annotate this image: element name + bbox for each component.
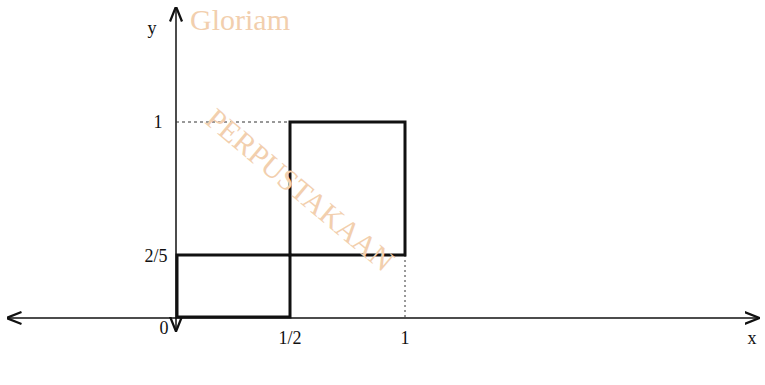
x-axis <box>8 317 758 319</box>
tick-label: 0 <box>160 319 169 337</box>
tick-label: 1/2 <box>278 329 301 347</box>
axis-label: y <box>148 19 157 37</box>
guide-line <box>405 255 406 318</box>
tick-label: 1 <box>401 329 410 347</box>
tick-label: 2/5 <box>144 247 167 265</box>
region-rect <box>177 255 290 317</box>
tick-label: 1 <box>154 113 163 131</box>
watermark: PERPUSTAKAAN <box>201 103 400 277</box>
axis-label: x <box>748 329 757 347</box>
watermark: Gloriam <box>190 5 290 35</box>
